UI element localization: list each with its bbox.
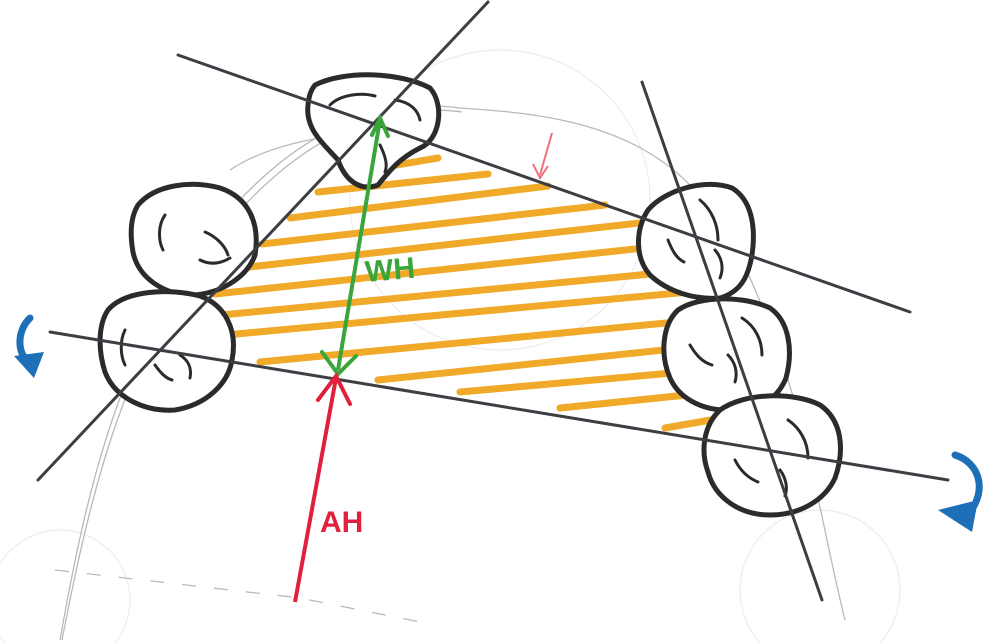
- line-base: [48, 330, 950, 482]
- line-left-diagonal: [36, 0, 490, 482]
- line-incisal: [176, 53, 912, 314]
- small-pointer-arrow: [532, 132, 553, 180]
- wh-arrow: WH: [320, 113, 417, 378]
- rotation-arrow-icon: [14, 314, 44, 378]
- wh-label: WH: [364, 252, 417, 289]
- line-right-diagonal: [640, 80, 824, 602]
- tooth-left-upper: [128, 181, 259, 298]
- ah-arrow: AH: [293, 372, 363, 603]
- ah-label: AH: [320, 506, 363, 539]
- reference-lines: [36, 0, 950, 602]
- rotation-arrow-icon: [938, 451, 983, 532]
